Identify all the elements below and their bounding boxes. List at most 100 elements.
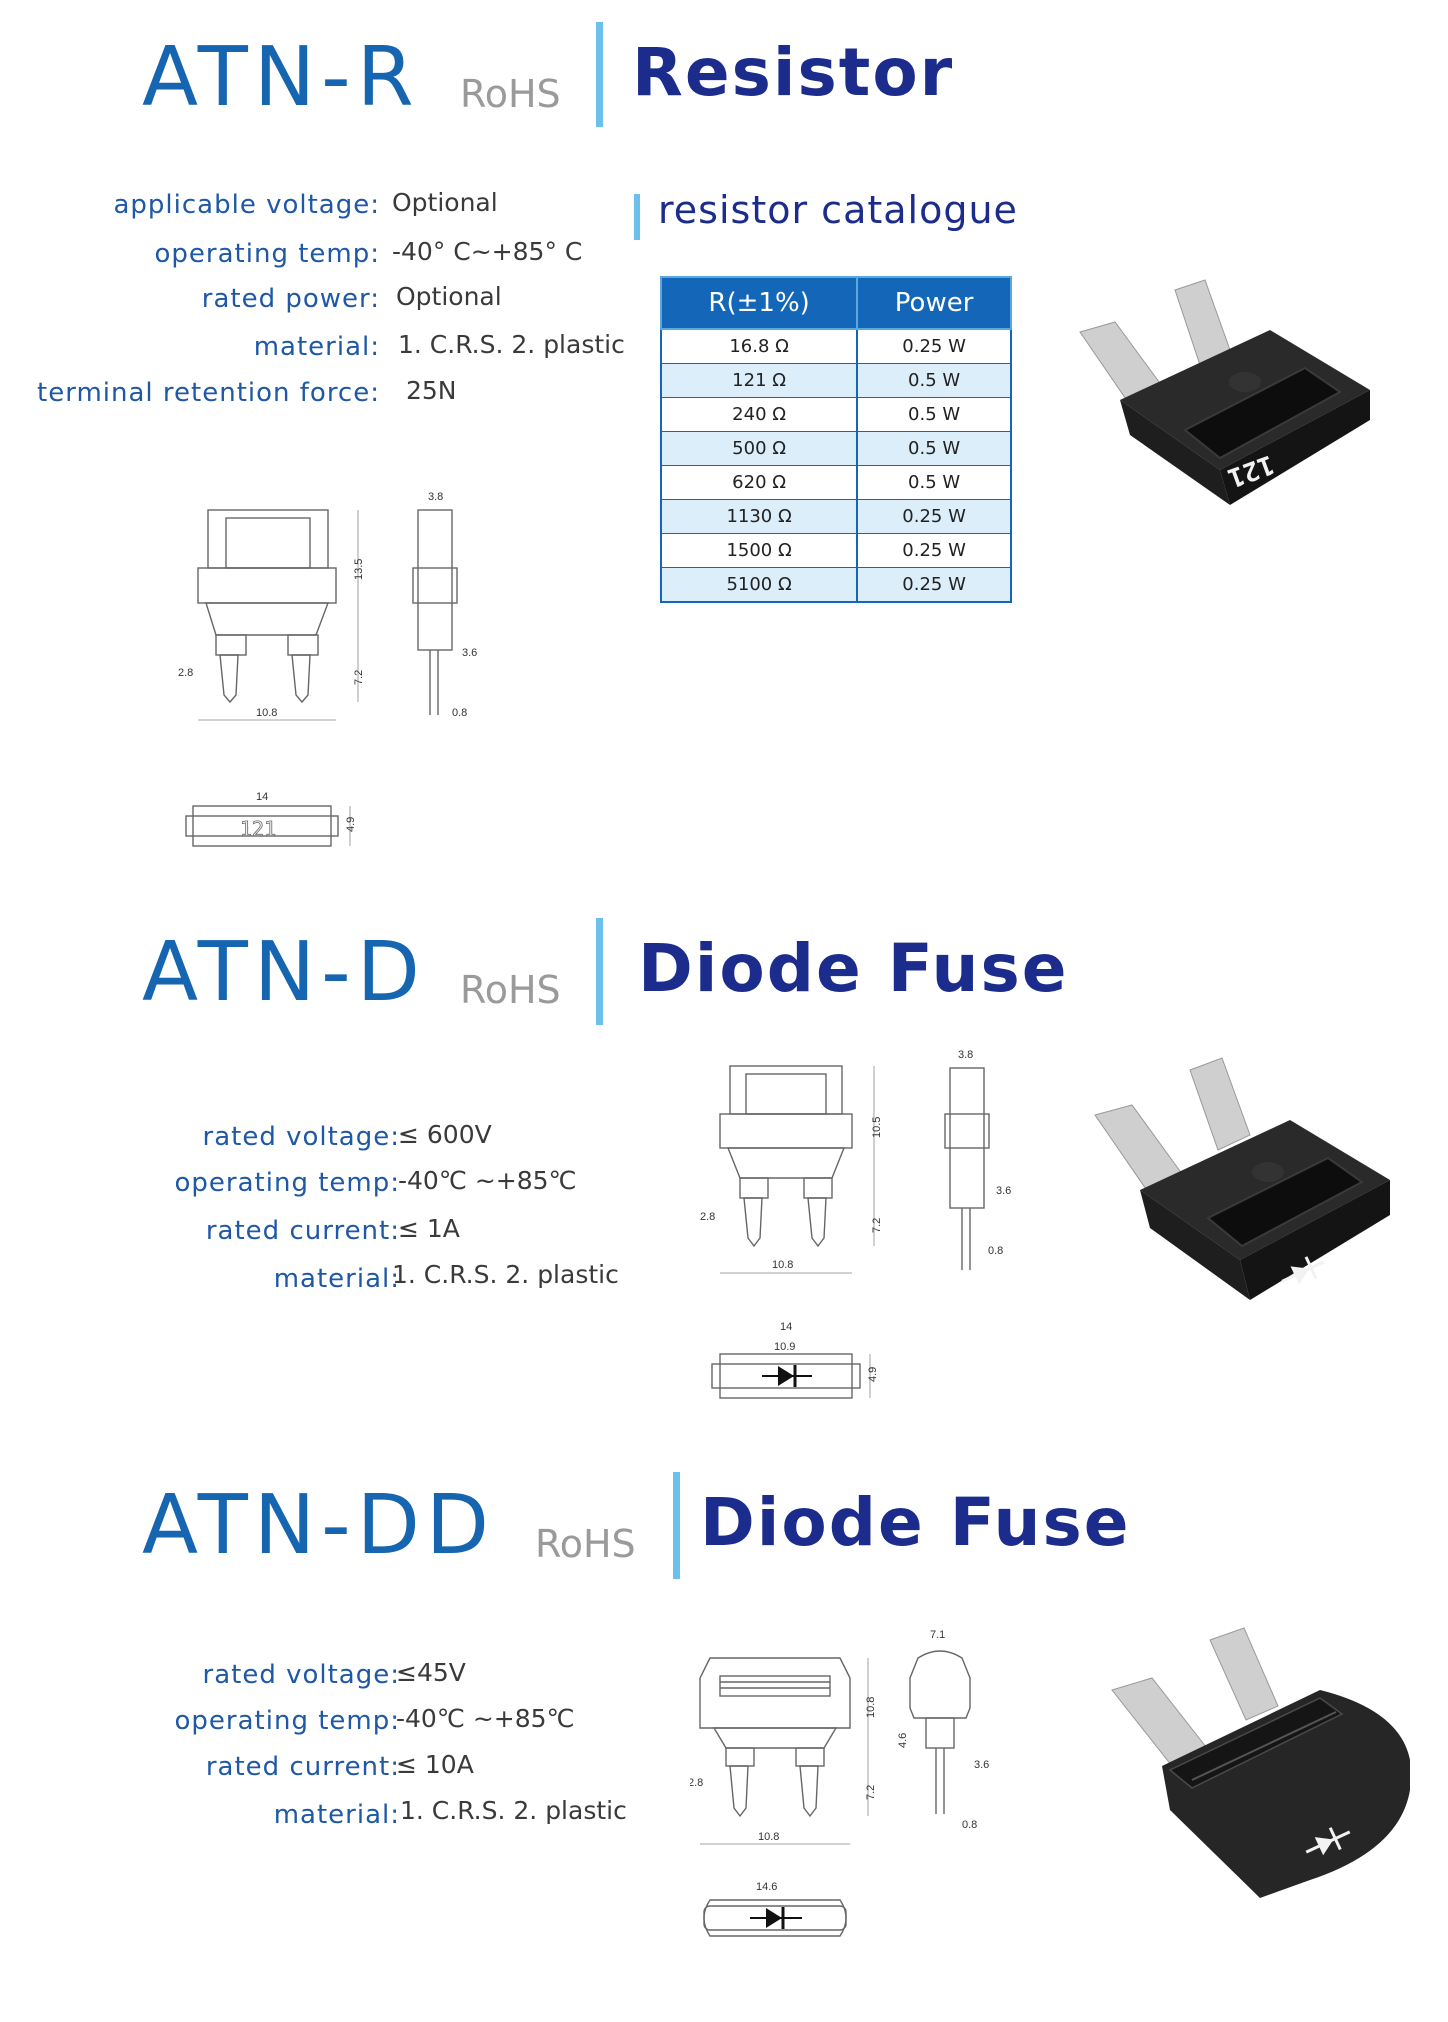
dim-label: 3.6: [996, 1185, 1011, 1197]
dim-label: 3.8: [428, 491, 443, 503]
dim-label: 4.9: [345, 817, 357, 832]
dim-label: 0.8: [962, 1819, 977, 1831]
dim-label: 7.2: [871, 1218, 883, 1233]
diode-fuse-dd-product-photo: [1111, 1627, 1410, 1898]
table-cell: 0.5 W: [856, 363, 1012, 398]
table-cell: 16.8 Ω: [659, 328, 859, 364]
spec-label: rated voltage:: [202, 1122, 400, 1152]
spec-list: applicable voltage: Optional operating t…: [20, 184, 625, 414]
spec-value: 1. C.R.S. 2. plastic: [392, 1260, 619, 1289]
dim-label: 7.2: [353, 670, 365, 685]
dim-label: 3.6: [974, 1759, 989, 1771]
spec-label: rated power:: [201, 284, 380, 314]
table-header: R(±1%): [659, 276, 859, 330]
dim-label: 2.8: [690, 1777, 703, 1789]
diode-fuse-product-photo: [1094, 1057, 1390, 1300]
spec-list: rated voltage: ≤ 600V operating temp: -4…: [20, 1114, 640, 1314]
dim-label: 10.8: [256, 707, 277, 719]
title-divider: [673, 1472, 680, 1579]
resistor-product-photo: 121: [1079, 279, 1370, 505]
diode-symbol-icon: [762, 1365, 812, 1387]
dim-label: 4.6: [897, 1733, 909, 1748]
dim-label: 2.8: [700, 1211, 715, 1223]
rohs-mark: RoHS: [460, 968, 561, 1012]
dim-label: 10.9: [774, 1341, 795, 1353]
table-cell: 5100 Ω: [659, 567, 859, 603]
resistor-technical-drawing: 10.8 13.5 7.2 2.8 3.8 3.6 0.8 121 14 4.9: [178, 491, 477, 847]
spec-label: operating temp:: [174, 1168, 400, 1198]
diode-symbol-icon: [1305, 1827, 1351, 1856]
spec-label: material:: [253, 332, 380, 362]
table-cell: 0.5 W: [856, 431, 1012, 466]
dim-label: 14.6: [756, 1881, 777, 1893]
table-cell: 0.25 W: [856, 533, 1012, 568]
diode-symbol-icon: [750, 1907, 802, 1929]
spec-list: rated voltage: ≤45V operating temp: -40℃…: [20, 1652, 660, 1852]
spec-value: 1. C.R.S. 2. plastic: [398, 330, 625, 359]
table-cell: 0.25 W: [856, 499, 1012, 534]
table-cell: 121 Ω: [659, 363, 859, 398]
title-divider: [596, 22, 603, 127]
diode-fuse-technical-drawing: 10.8 10.5 7.2 2.8 3.8 3.6 0.8 14 10.9 4.…: [700, 1049, 1011, 1399]
spec-label: material:: [273, 1264, 400, 1294]
spec-value: -40° C~+85° C: [392, 237, 583, 266]
rohs-mark: RoHS: [535, 1522, 636, 1566]
spec-label: operating temp:: [154, 239, 380, 269]
table-cell: 0.5 W: [856, 397, 1012, 432]
dim-label: 10.5: [871, 1117, 883, 1138]
spec-label: rated current:: [205, 1752, 400, 1782]
model-name: ATN-R: [142, 30, 420, 125]
dim-label: 7.2: [865, 1785, 877, 1800]
table-cell: 620 Ω: [659, 465, 859, 500]
product-title: Resistor: [632, 34, 955, 111]
catalogue-divider: [634, 194, 640, 240]
dim-label: 7.1: [930, 1629, 945, 1641]
dim-label: 14: [780, 1321, 792, 1333]
spec-label: terminal retention force:: [37, 378, 380, 408]
spec-value: Optional: [392, 188, 498, 217]
table-cell: 0.5 W: [856, 465, 1012, 500]
spec-value: -40℃ ~+85℃: [398, 1166, 577, 1195]
dim-label: 10.8: [865, 1697, 877, 1718]
spec-value: ≤45V: [396, 1658, 466, 1687]
spec-label: rated current:: [205, 1216, 400, 1246]
title-divider: [596, 918, 603, 1025]
dim-label: 14: [256, 791, 268, 803]
dim-label: 10.8: [772, 1259, 793, 1271]
table-header-row: R(±1%) Power: [659, 276, 1012, 330]
rohs-mark: RoHS: [460, 72, 561, 116]
catalogue-title: resistor catalogue: [658, 188, 1018, 232]
spec-value: 25N: [406, 376, 457, 405]
table-cell: 1130 Ω: [659, 499, 859, 534]
spec-label: applicable voltage:: [113, 190, 380, 220]
table-cell: 1500 Ω: [659, 533, 859, 568]
spec-value: ≤ 1A: [398, 1214, 460, 1243]
spec-label: operating temp:: [174, 1706, 400, 1736]
product-title: Diode Fuse: [638, 930, 1069, 1007]
dim-label: 3.8: [958, 1049, 973, 1061]
spec-value: Optional: [396, 282, 502, 311]
dim-label: 3.6: [462, 647, 477, 659]
dim-label: 13.5: [353, 559, 365, 580]
diode-symbol-icon: [1281, 1256, 1325, 1285]
dim-label: 10.8: [758, 1831, 779, 1843]
table-cell: 0.25 W: [856, 567, 1012, 603]
spec-value: -40℃ ~+85℃: [396, 1704, 575, 1733]
spec-label: material:: [273, 1800, 400, 1830]
model-name: ATN-D: [142, 925, 426, 1020]
dim-label: 4.9: [867, 1367, 879, 1382]
diode-fuse-dd-technical-drawing: 10.8 10.8 7.2 2.8 7.1 4.6 3.6 0.8 14.6: [690, 1629, 989, 1937]
spec-label: rated voltage:: [202, 1660, 400, 1690]
dim-label: 0.8: [988, 1245, 1003, 1257]
table-cell: 0.25 W: [856, 328, 1012, 364]
table-header: Power: [856, 276, 1012, 330]
product-title: Diode Fuse: [700, 1484, 1131, 1561]
table-cell: 500 Ω: [659, 431, 859, 466]
